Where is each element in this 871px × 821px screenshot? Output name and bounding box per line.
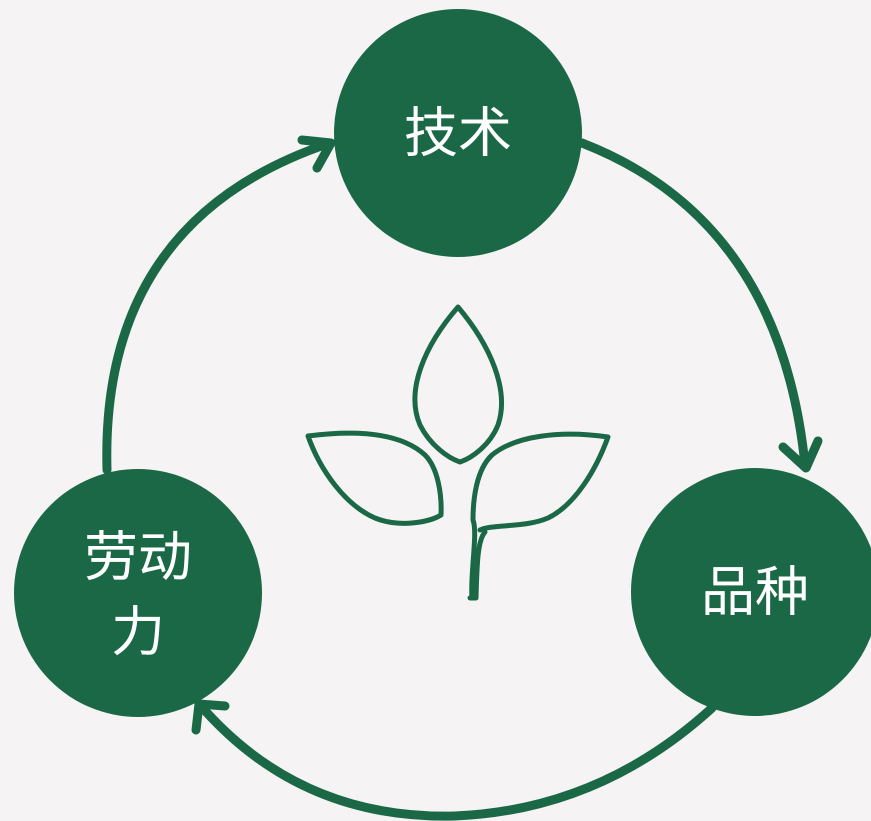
node-label-labor-line2: 力 [111, 601, 165, 664]
arrowhead-tech-icon [297, 135, 336, 173]
node-variety: 品种 [631, 468, 871, 716]
sprout-right-leaf [469, 431, 611, 601]
cycle-arrows [102, 135, 823, 821]
node-label-labor-line1: 劳动 [84, 526, 192, 589]
node-tech: 技术 [334, 9, 582, 257]
sprout-top-leaf [412, 304, 504, 465]
sprout-icon [305, 304, 611, 601]
arrow-tech-to-variety [577, 138, 810, 470]
arrowhead-variety-icon [778, 436, 823, 473]
arrow-labor-to-tech [102, 138, 335, 475]
sprout-stem [467, 529, 488, 601]
node-labor: 劳动 力 [14, 469, 262, 717]
sprout-left-leaf [305, 430, 444, 526]
arrow-variety-to-labor [195, 700, 717, 821]
arrowhead-labor-icon [191, 699, 230, 735]
node-label-variety: 品种 [701, 561, 809, 624]
node-label-tech: 技术 [404, 102, 512, 165]
